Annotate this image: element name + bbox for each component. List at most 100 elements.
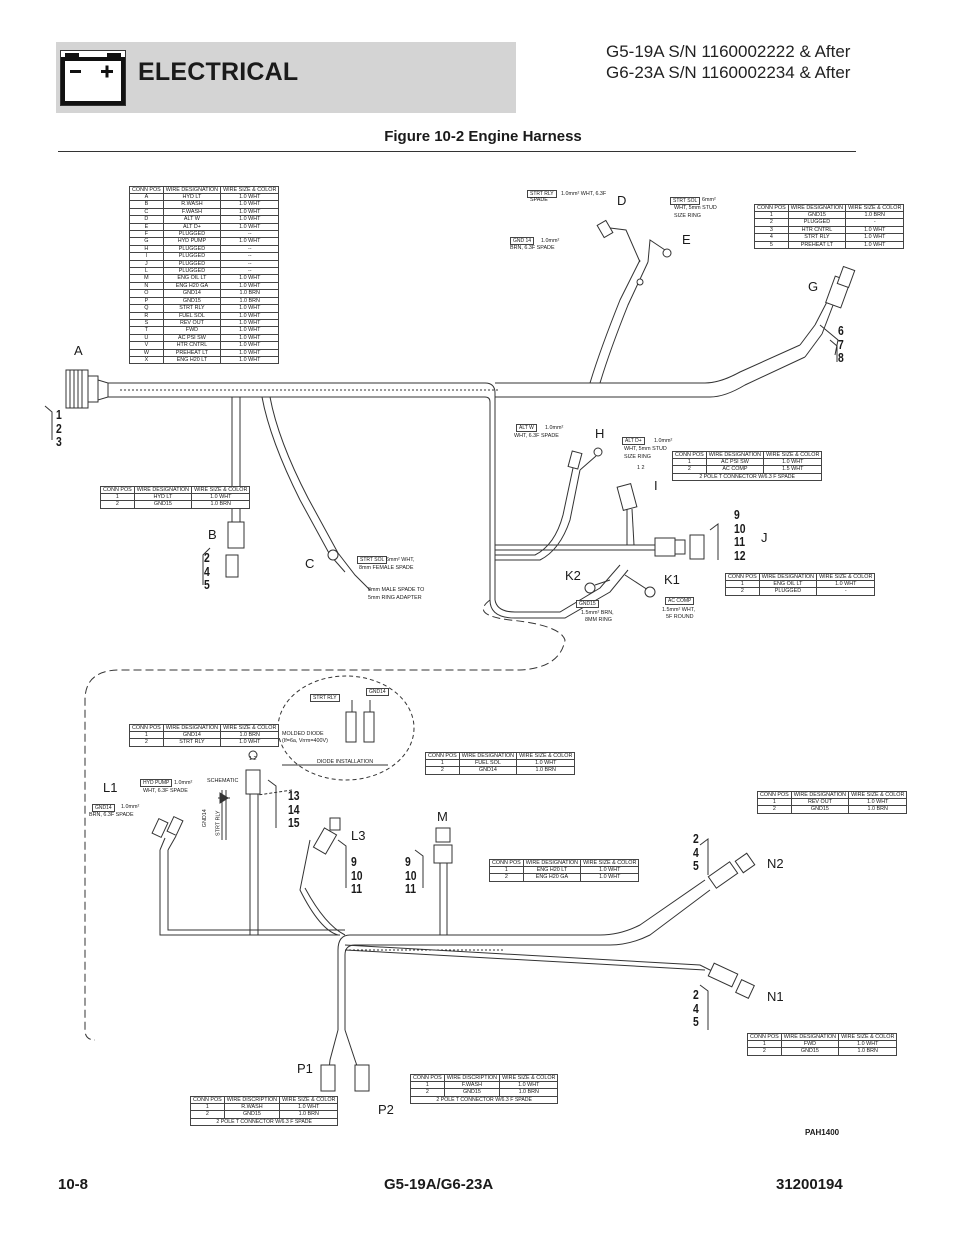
table-cell: 1.0 BRN	[845, 210, 905, 220]
table-cell: M	[129, 274, 164, 283]
model-line-1: G5-19A S/N 1160002222 & After	[606, 42, 851, 61]
table-cell: 2	[410, 1088, 445, 1097]
note-gnd14-d-1: 1.0mm²	[541, 238, 560, 244]
table-cell: -	[845, 218, 905, 227]
table-cell: PLUGGED	[162, 230, 222, 239]
table-cell: PLUGGED	[162, 259, 222, 269]
table-header-cell: CONN POS	[129, 724, 164, 732]
table-header-cell: CONN POS	[757, 791, 792, 799]
schematic-symbol	[218, 790, 230, 840]
tag-gnd14-l1: GND14	[92, 804, 115, 812]
table-header-cell: WIRE SIZE & COLOR	[499, 1074, 559, 1082]
table-header-cell: WIRE DESIGNATION	[705, 451, 765, 459]
table-cell: 1.0 WHT	[580, 873, 640, 882]
table-note: 2 POLE T CONNECTOR W/6.3 F SPADE	[189, 1117, 339, 1127]
table-header-cell: WIRE DISCRIPTION	[223, 1096, 281, 1104]
table-cell: R.WASH	[223, 1102, 281, 1112]
table-cell: T	[129, 326, 164, 335]
drawing-id: PAH1400	[805, 1128, 840, 1137]
table-header-cell: CONN POS	[672, 451, 707, 459]
table-cell: AC COMP	[705, 465, 765, 474]
note-l1-3: 1.0mm²	[121, 804, 140, 810]
schematic-label: SCHEMATIC	[207, 778, 239, 784]
table-cell: ALT D+	[162, 222, 222, 232]
table-cell: --	[220, 244, 280, 254]
table-cell: HYD PUMP	[162, 237, 222, 246]
note-gnd14-d-2: BRN, 6.3F SPADE	[510, 245, 555, 251]
diode-detail	[257, 675, 415, 796]
table-cell: 1.0 WHT	[220, 738, 280, 747]
table-cell: 1.0 WHT	[838, 1039, 898, 1049]
tag-gnd15-k2: GND15	[576, 600, 599, 608]
table-cell: 2	[129, 738, 164, 747]
table-cell: AC PSI SW	[705, 457, 765, 467]
table-header-cell: WIRE SIZE & COLOR	[848, 791, 908, 799]
table-header-cell: CONN POS	[725, 573, 760, 581]
branch-d-e	[596, 219, 672, 286]
table-cell: 3	[754, 225, 789, 235]
table-header-cell: CONN POS	[489, 859, 524, 867]
table-cell: --	[220, 252, 280, 261]
table-cell: X	[129, 355, 164, 365]
table-cell: ENG H20 LT	[522, 865, 582, 875]
tag-gnd14-d: GND 14	[510, 237, 535, 245]
table-cell: PLUGGED	[787, 218, 847, 227]
table-cell: 1.0 WHT	[220, 304, 280, 313]
table-cell: 1.0 WHT	[220, 333, 280, 343]
table-cell: R	[129, 311, 164, 320]
table-header-cell: WIRE SIZE & COLOR	[816, 573, 876, 581]
table-cell: ENG H20 GA	[522, 873, 582, 882]
section-title: ELECTRICAL	[138, 58, 299, 86]
table-cell: 1.0 WHT	[845, 240, 905, 250]
table-cell: 1.0 BRN	[220, 289, 280, 298]
label-h: H	[595, 426, 605, 441]
table-cell: L	[129, 267, 164, 276]
branch-h-i-j	[495, 447, 705, 561]
label-l1: L1	[103, 780, 118, 795]
table-cell: HTR CNTRL	[787, 225, 847, 235]
label-b: B	[208, 527, 217, 542]
note-e-3: SIZE RING	[674, 213, 701, 219]
table-cell: 2	[100, 500, 135, 509]
note-k2-1: 1.5mm² BRN,	[581, 610, 614, 616]
table-cell: 1.0 WHT	[763, 457, 823, 467]
label-j: J	[761, 530, 768, 545]
table-cell: 1	[100, 492, 135, 502]
table-cell: I	[129, 252, 164, 261]
table-header-cell: CONN POS	[747, 1033, 782, 1041]
tag-diode-gnd14: GND14	[366, 688, 389, 696]
table-cell: 1.0 WHT	[220, 192, 280, 202]
tag-hyd-pump: HYD PUMP	[140, 779, 173, 787]
table-cell: 2	[757, 805, 792, 814]
table-cell: 1.0 BRN	[499, 1088, 559, 1097]
table-cell: 1.0 WHT	[220, 355, 280, 365]
connector-a	[65, 369, 109, 409]
table-cell: PREHEAT LT	[162, 348, 222, 357]
